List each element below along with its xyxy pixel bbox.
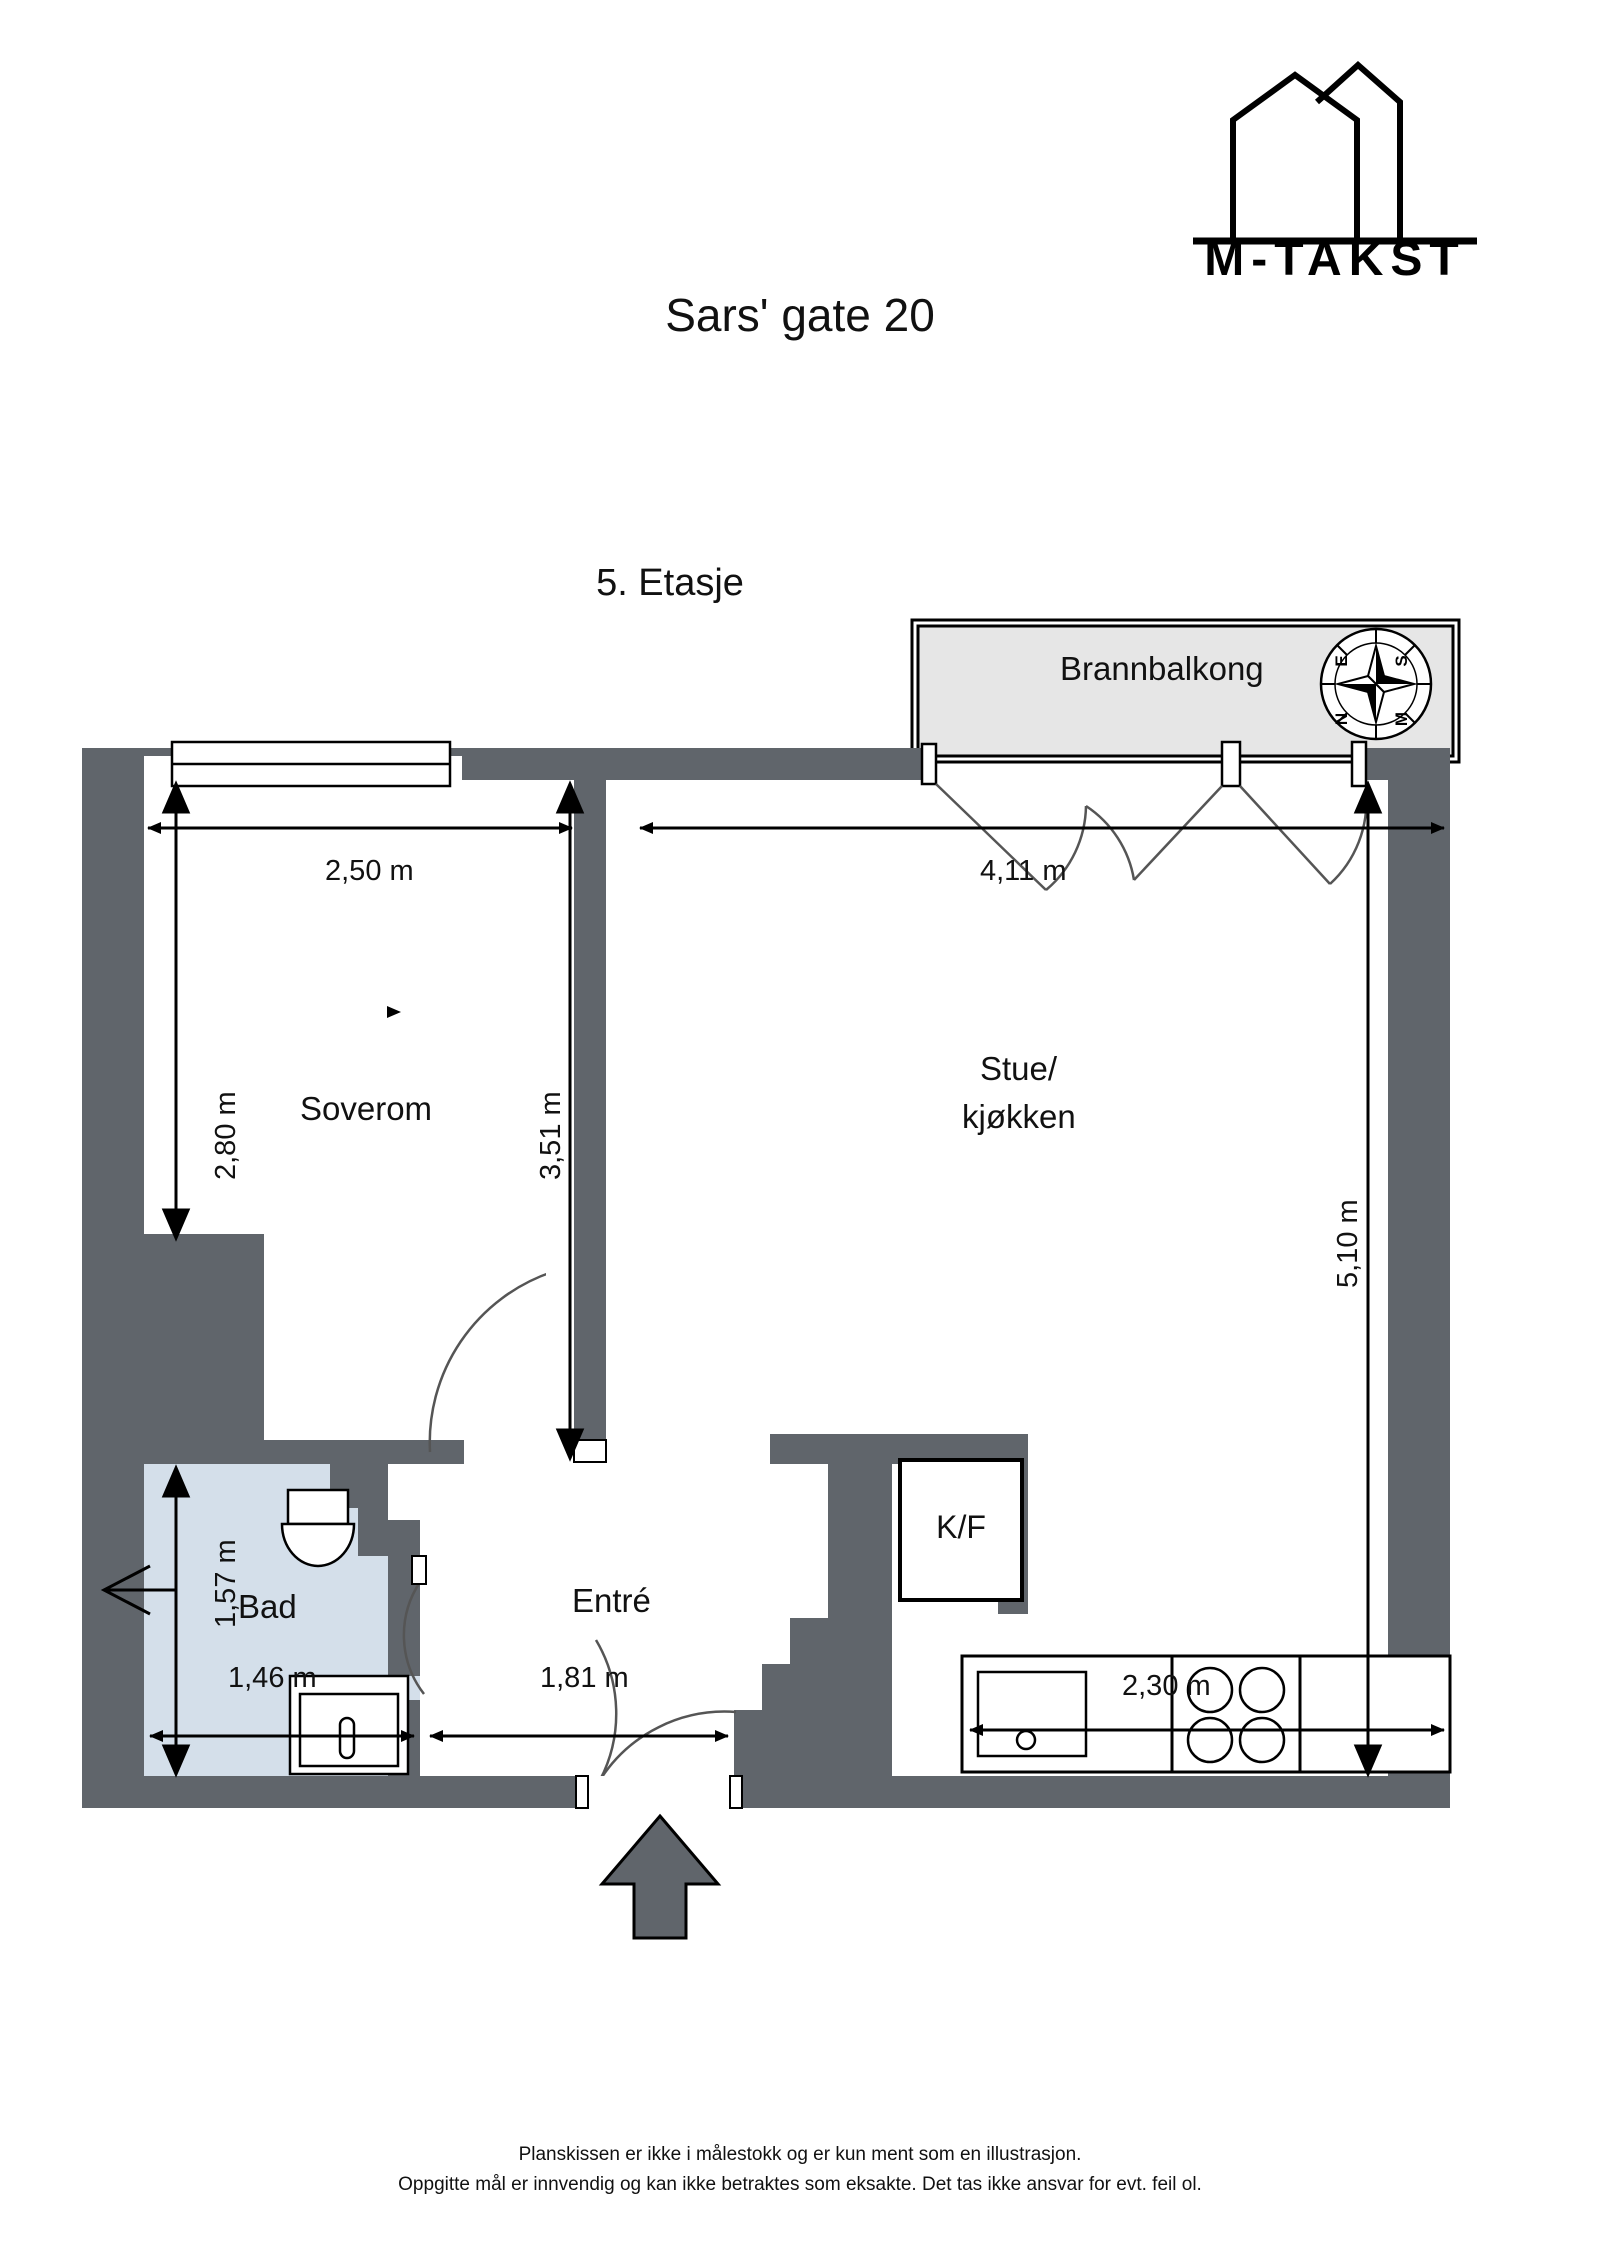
compass-label-m: M (1392, 712, 1411, 726)
entrance-arrow-icon (598, 1813, 722, 1940)
fridge-freezer-icon (898, 1458, 1024, 1602)
room-label-entre: Entré (572, 1582, 651, 1619)
room-label-soverom: Soverom (300, 1090, 433, 1127)
room-label-stue: Stue/ (980, 1050, 1058, 1087)
entrance-jamb-right (729, 1775, 743, 1809)
page-title: Sars' gate 20 (665, 289, 935, 341)
compass-rose-icon: E S N M (1319, 627, 1433, 741)
bedroom-door-jamb (573, 1439, 607, 1463)
entrance-opening (586, 1776, 734, 1808)
toilet (280, 1488, 356, 1568)
two-houses-icon (1230, 60, 1403, 240)
dimension-230: 2,30 m (1122, 1670, 1211, 1702)
footer-disclaimer: Planskissen er ikke i målestokk og er ku… (0, 2140, 1600, 2200)
room-label-bad: Bad (238, 1588, 297, 1625)
dimension-146: 1,46 m (228, 1662, 317, 1694)
entrance-jamb-left (575, 1775, 589, 1809)
compass-label-s: S (1392, 655, 1411, 666)
room-label-kjokken: kjøkken (962, 1098, 1076, 1135)
footer-line-1: Planskissen er ikke i målestokk og er ku… (518, 2144, 1082, 2165)
floor-label: 5. Etasje (596, 562, 744, 604)
brand-logo (1193, 60, 1477, 245)
footer-line-2: Oppgitte mål er innvendig og kan ikke be… (398, 2174, 1202, 2195)
dimension-181: 1,81 m (540, 1662, 629, 1694)
dimension-351: 3,51 m (535, 1091, 567, 1180)
kitchen-sink (976, 1670, 1088, 1758)
dimension-250: 2,50 m (325, 855, 414, 887)
entrance-door (594, 1639, 737, 1781)
bedroom-door-leaf (546, 1264, 560, 1292)
dimension-411: 4,11 m (980, 855, 1067, 887)
brand-name: M-TAKST (1204, 233, 1466, 286)
dimension-157: 1,57 m (210, 1539, 242, 1628)
fridge-freezer-label: K/F (936, 1509, 986, 1545)
walls (82, 748, 1450, 1808)
wall-stub-left (144, 1234, 464, 1464)
room-label-brannbalkong: Brannbalkong (1060, 650, 1264, 687)
bathroom-door (402, 1581, 425, 1695)
dimension-280: 2,80 m (210, 1091, 242, 1180)
compass-label-n: N (1332, 713, 1351, 725)
bathroom-door-jamb (411, 1555, 427, 1585)
entry-walls (734, 1434, 892, 1776)
compass-label-e: E (1332, 655, 1351, 666)
dimension-510: 5,10 m (1332, 1199, 1364, 1288)
bedroom-window (170, 740, 452, 788)
partition-wall-bedroom (574, 780, 606, 1460)
bedroom-door (428, 1270, 553, 1453)
dimension-lines (0, 780, 1445, 1778)
